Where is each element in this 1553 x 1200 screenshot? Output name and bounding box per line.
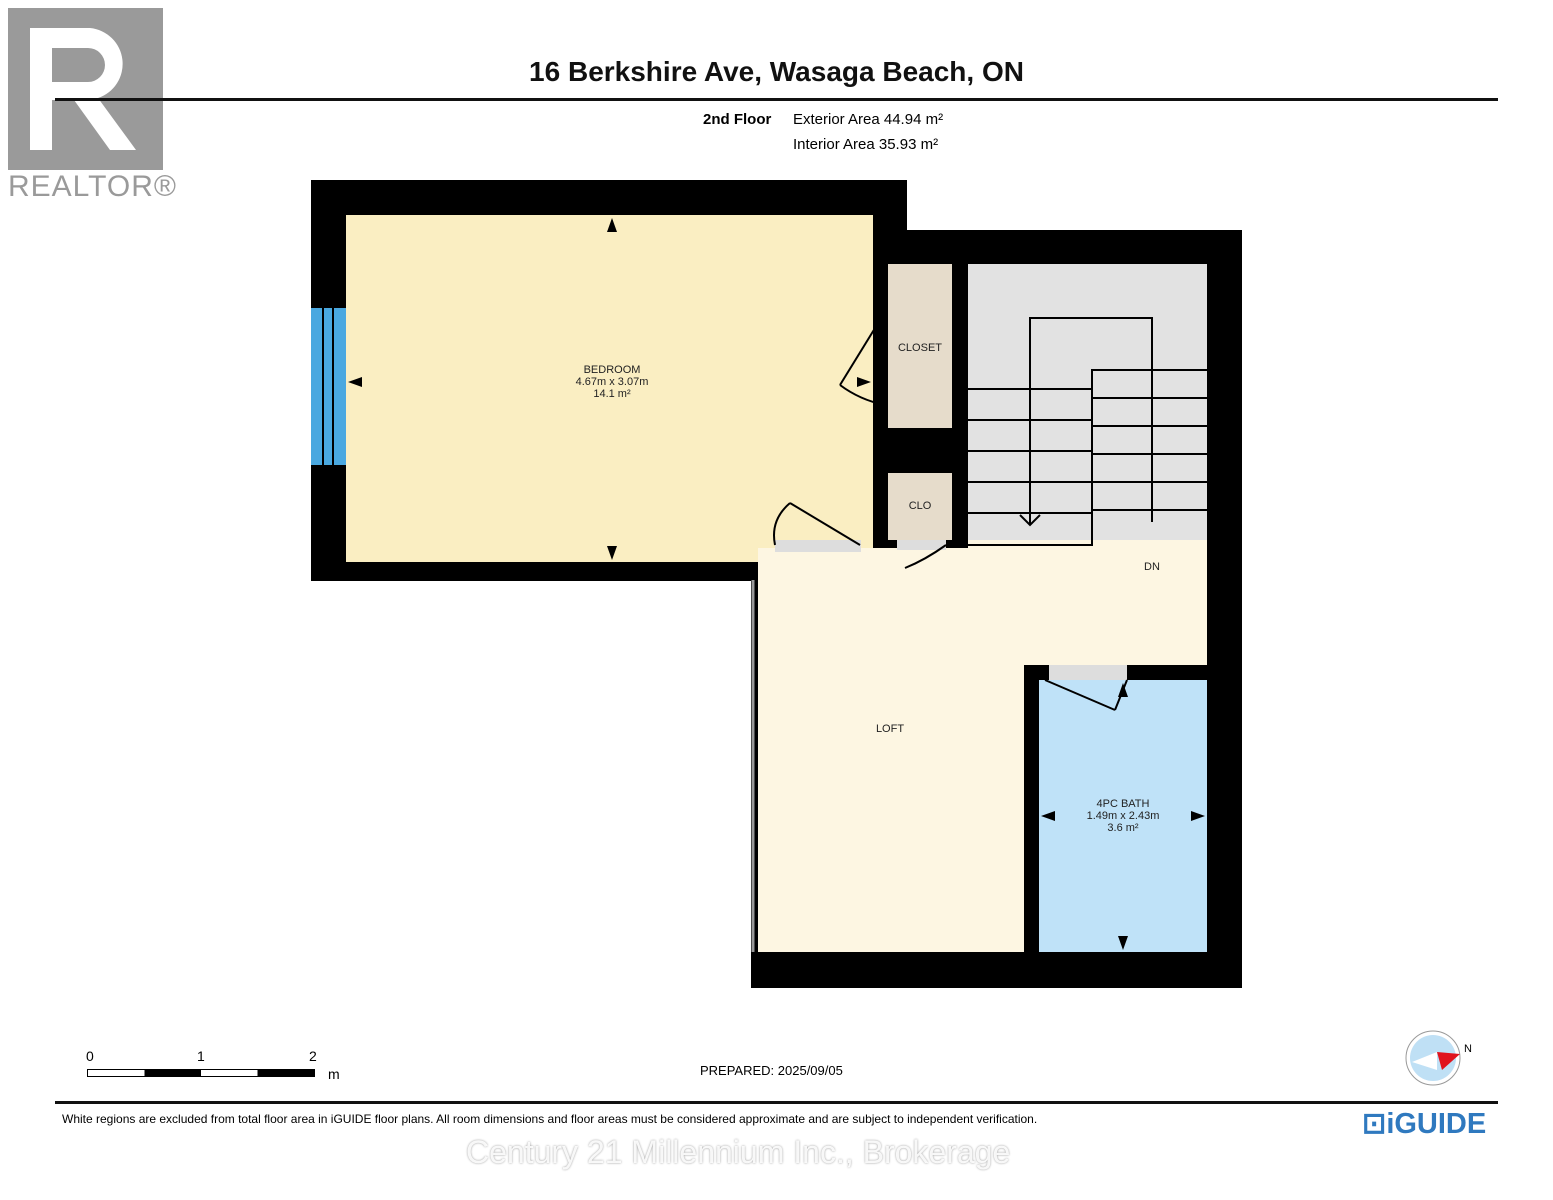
realtor-logo bbox=[8, 8, 163, 170]
scale-tick: 1 bbox=[197, 1048, 205, 1064]
prepared-date: PREPARED: 2025/09/05 bbox=[700, 1063, 843, 1078]
room-bedroom: BEDROOM 4.67m x 3.07m 14.1 m² bbox=[552, 364, 672, 400]
scale-unit: m bbox=[328, 1066, 340, 1082]
room-area: 3.6 m² bbox=[1107, 822, 1139, 834]
compass-label: N bbox=[1464, 1043, 1472, 1055]
floor-label: 2nd Floor bbox=[703, 111, 772, 128]
room-name: 4PC BATH bbox=[1096, 798, 1150, 810]
room-bath: 4PC BATH 1.49m x 2.43m 3.6 m² bbox=[1063, 798, 1183, 834]
room-clo: CLO bbox=[908, 500, 932, 512]
scale-bar-graphic bbox=[87, 1069, 315, 1077]
bath-floor bbox=[1039, 680, 1207, 952]
room-area: 14.1 m² bbox=[593, 388, 631, 400]
footer-rule bbox=[55, 1101, 1498, 1104]
interior-area: Interior Area 35.93 m² bbox=[793, 136, 939, 153]
page-title: 16 Berkshire Ave, Wasaga Beach, ON bbox=[529, 56, 1024, 87]
dimension-arrows bbox=[348, 218, 1205, 950]
room-dims: 4.67m x 3.07m bbox=[575, 376, 649, 388]
disclaimer: White regions are excluded from total fl… bbox=[62, 1112, 1038, 1126]
iguide-icon: ⊡ bbox=[1362, 1108, 1387, 1140]
room-dims: 1.49m x 2.43m bbox=[1086, 810, 1160, 822]
stairs-floor bbox=[968, 264, 1207, 545]
clo-floor bbox=[888, 473, 952, 540]
stairs-lines bbox=[773, 317, 1207, 711]
iguide-brand: iGUIDE bbox=[1386, 1108, 1487, 1140]
bedroom-floor bbox=[346, 215, 873, 562]
header-rule bbox=[55, 98, 1498, 101]
realtor-text: REALTOR® bbox=[8, 170, 178, 203]
scale-tick: 2 bbox=[309, 1048, 317, 1064]
room-loft: LOFT bbox=[875, 723, 905, 735]
window bbox=[311, 308, 346, 465]
stairs-dn: DN bbox=[1144, 561, 1160, 573]
exterior-area: Exterior Area 44.94 m² bbox=[793, 111, 944, 128]
room-closet: CLOSET bbox=[897, 342, 942, 354]
compass-icon: N bbox=[1404, 1030, 1479, 1093]
room-name: BEDROOM bbox=[583, 364, 641, 376]
watermark: Century 21 Millennium Inc., Brokerage bbox=[466, 1134, 1011, 1170]
iguide-logo: ⊡iGUIDE bbox=[1362, 1106, 1486, 1141]
scale-tick: 0 bbox=[86, 1048, 94, 1064]
closet-floor bbox=[888, 264, 952, 428]
